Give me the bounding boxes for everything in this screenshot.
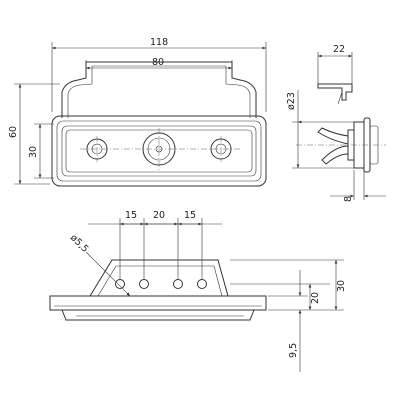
dim-offset: 9,5 xyxy=(268,270,308,372)
side-view xyxy=(296,83,386,173)
dim-lens-diameter: ø23 xyxy=(286,90,354,169)
dim-80-label: 80 xyxy=(152,57,164,68)
dim-overall-width: 118 xyxy=(51,37,267,112)
dim-spacing-1-label: 15 xyxy=(125,210,137,221)
dim-inner-width: 80 xyxy=(85,57,233,70)
dim-95-label: 9,5 xyxy=(288,343,299,358)
dim-30-bottom-label: 30 xyxy=(336,280,347,292)
bottom-view xyxy=(49,259,267,321)
front-view xyxy=(51,61,267,187)
dim-30-label: 30 xyxy=(28,146,39,158)
dim-d55-label: ø5,5 xyxy=(68,232,91,255)
dim-spacing-2-label: 20 xyxy=(153,210,165,221)
dim-flange: 8 xyxy=(330,170,386,202)
dim-heights: 20 30 xyxy=(230,259,347,311)
dim-hole-spacing: 15 20 15 xyxy=(88,210,222,280)
dim-118-label: 118 xyxy=(150,37,168,48)
dim-d23-label: ø23 xyxy=(286,92,297,110)
dim-overall-height: 60 xyxy=(8,83,60,185)
dim-20-label: 20 xyxy=(310,292,321,304)
dim-60-label: 60 xyxy=(8,126,19,138)
dim-8-label: 8 xyxy=(343,196,354,202)
dim-depth: 22 xyxy=(317,44,353,84)
dim-22-label: 22 xyxy=(333,44,345,55)
dim-inner-height: 30 xyxy=(28,123,54,179)
dim-spacing-3-label: 15 xyxy=(184,210,196,221)
dim-hole-diameter: ø5,5 xyxy=(68,232,131,297)
